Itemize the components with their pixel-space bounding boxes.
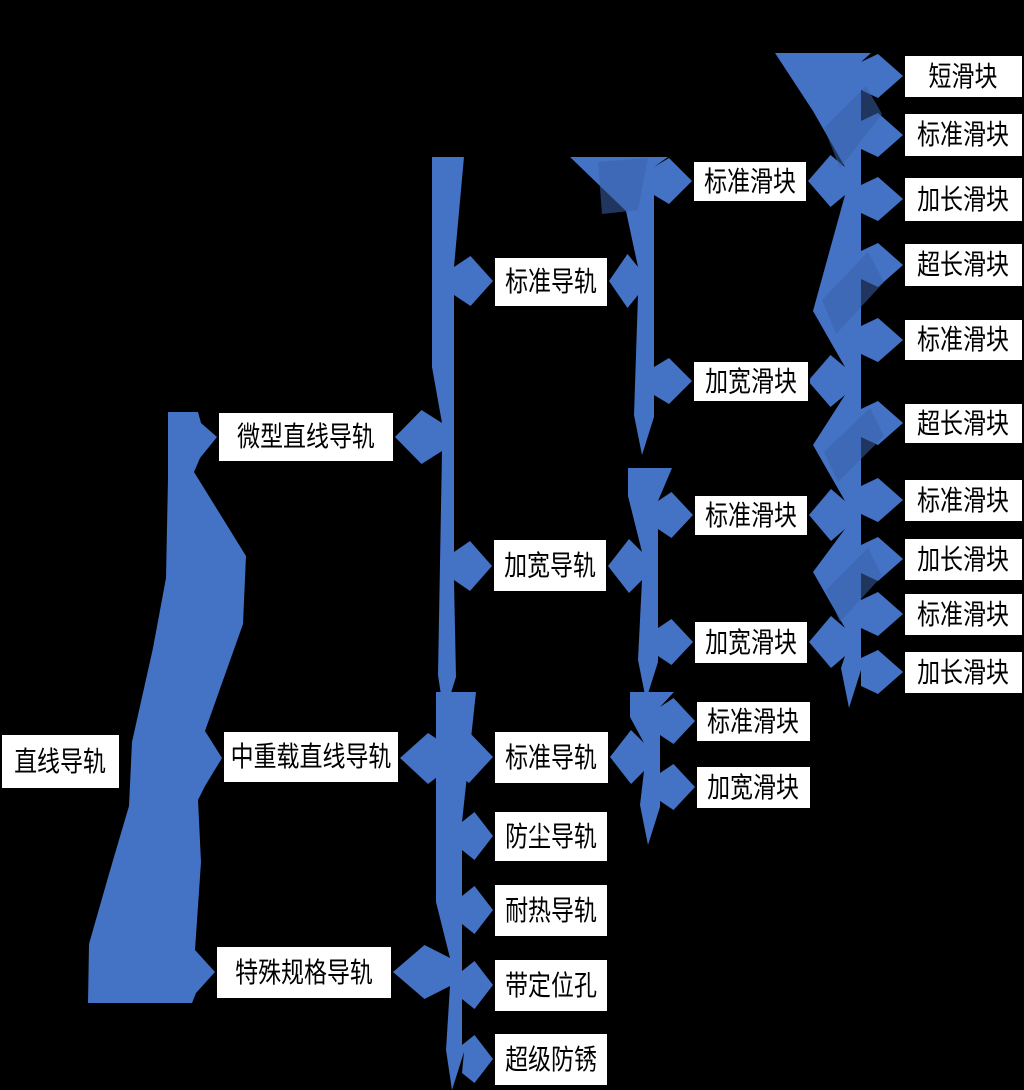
tree-node-label: 带定位孔: [505, 969, 597, 1001]
ribbon-link-railwide-fan: [608, 468, 693, 700]
tree-node-label: 特殊规格导轨: [235, 956, 373, 988]
ribbon-link-micro-fan: [395, 157, 493, 715]
tree-node-r8: 加长滑块: [903, 537, 1024, 582]
tree-node-label: 超级防锈: [505, 1043, 597, 1075]
tree-node-label: 中重载直线导轨: [230, 741, 392, 772]
tree-node-heavy: 中重载直线导轨: [222, 730, 400, 784]
tree-node-label: 标准滑块: [917, 598, 1010, 630]
tree-node-label: 微型直线导轨: [237, 421, 375, 452]
tree-node-rail-std-top: 标准导轨: [493, 256, 609, 308]
tree-node-r3: 加长滑块: [903, 176, 1024, 223]
tree-node-label: 加宽滑块: [707, 771, 800, 803]
ribbon-overlap-shade: [826, 548, 882, 622]
tree-node-label: 加长滑块: [917, 656, 1010, 688]
tree-node-label: 标准导轨: [505, 266, 597, 297]
tree-node-label: 标准滑块: [704, 165, 796, 197]
tree-node-r5: 标准滑块: [903, 318, 1024, 362]
ribbon-overlap-shade: [598, 158, 648, 214]
tree-node-label: 直线导轨: [14, 745, 107, 777]
tree-node-label: 耐热导轨: [505, 894, 597, 926]
tree-node-blk-b: 加宽滑块: [692, 360, 810, 403]
tree-node-label: 超长滑块: [917, 249, 1010, 280]
tree-node-label: 加宽导轨: [504, 549, 596, 581]
tree-node-rail-std-mid: 标准导轨: [493, 730, 610, 785]
ribbon-link-sliders-fan: [775, 53, 903, 708]
tree-node-special: 特殊规格导轨: [215, 945, 393, 1000]
tree-node-label: 加长滑块: [917, 183, 1010, 215]
tree-node-label: 标准滑块: [917, 119, 1010, 150]
tree-node-micro: 微型直线导轨: [217, 411, 395, 463]
tree-node-label: 标准滑块: [705, 499, 797, 531]
tree-node-label: 加长滑块: [917, 543, 1010, 575]
tree-node-blk-c: 标准滑块: [693, 494, 809, 537]
ribbon-overlap-shade: [822, 252, 884, 334]
tree-node-rail-rust: 超级防锈: [493, 1032, 609, 1087]
tree-node-rail-dust: 防尘导轨: [493, 810, 609, 863]
tree-node-r2: 标准滑块: [903, 112, 1024, 158]
tree-node-r9: 标准滑块: [903, 592, 1024, 637]
tree-node-label: 标准滑块: [707, 705, 800, 737]
tree-node-blk-f: 加宽滑块: [695, 765, 812, 810]
tree-node-blk-a: 标准滑块: [692, 160, 808, 203]
tree-node-rail-wide: 加宽导轨: [492, 538, 608, 593]
tree-node-rail-heat: 耐热导轨: [493, 883, 609, 938]
tree-node-label: 短滑块: [929, 60, 998, 92]
tree-node-blk-e: 标准滑块: [695, 700, 812, 743]
tree-node-r1: 短滑块: [903, 54, 1024, 99]
tree-node-blk-d: 加宽滑块: [693, 620, 809, 665]
tree-node-r7: 标准滑块: [903, 478, 1024, 523]
tree-node-rail-holes: 带定位孔: [493, 958, 609, 1013]
tree-node-r10: 加长滑块: [903, 650, 1024, 695]
tree-node-label: 加宽滑块: [705, 626, 797, 658]
ribbon-link-railmid-fan: [610, 692, 695, 845]
ribbon-overlap-shade: [824, 408, 884, 482]
tree-node-label: 超长滑块: [917, 407, 1010, 439]
tree-node-label: 标准滑块: [917, 324, 1010, 355]
tree-node-label: 防尘导轨: [505, 820, 597, 852]
ribbon-link-root-to-level2: [88, 412, 246, 1003]
tree-node-r4: 超长滑块: [903, 242, 1024, 288]
ribbon-overlap-shade: [824, 86, 882, 168]
tree-node-label: 加宽滑块: [705, 365, 797, 397]
tree-node-r6: 超长滑块: [903, 402, 1024, 445]
tree-node-label: 标准导轨: [505, 741, 598, 773]
tree-node-root: 直线导轨: [0, 733, 121, 790]
tree-node-label: 标准滑块: [917, 484, 1010, 516]
ribbon-link-special-fan: [393, 692, 493, 1090]
ribbon-link-railtop-fan: [570, 157, 692, 455]
